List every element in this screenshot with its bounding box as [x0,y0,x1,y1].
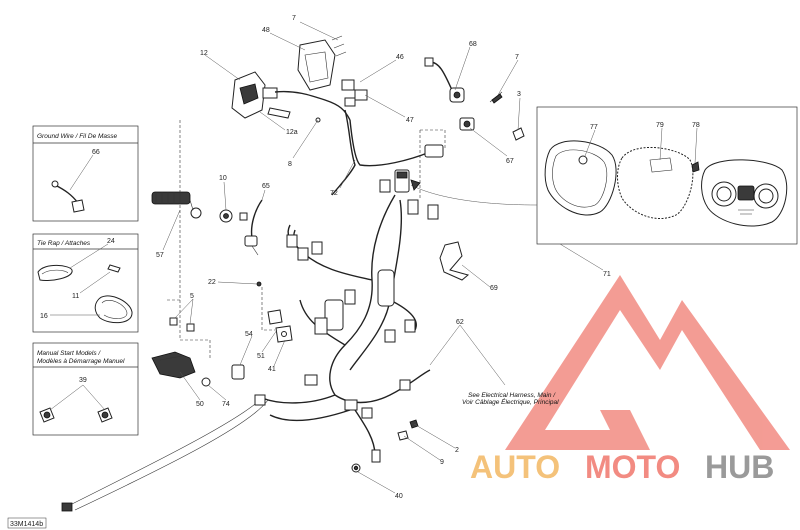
tie-rap-box [32,233,139,333]
callout-9: 9 [440,459,444,466]
callout-79: 79 [656,122,664,129]
watermark-hub: HUB [705,449,774,485]
callout-41: 41 [268,366,276,373]
ground-wire-title: Ground Wire / Fil De Masse [37,133,118,140]
callout-69: 69 [490,285,498,292]
arrow-head [410,179,421,191]
watermark-text: AUTO MOTO HUB [470,449,774,485]
callout-50: 50 [196,401,204,408]
callout-3: 3 [517,91,521,98]
callout-71: 71 [603,271,611,278]
sensor-68 [424,57,465,103]
callout-46: 46 [396,54,404,61]
callout-74: 74 [222,401,230,408]
bracket-51-41 [267,309,293,343]
part-69 [439,241,470,281]
parts-2-9-40 [351,419,419,473]
callout-12a: 12a [286,129,298,136]
callout-65: 65 [262,183,270,190]
callout-54: 54 [245,331,253,338]
callout-16: 16 [40,313,48,320]
callout-68: 68 [469,41,477,48]
callout-72: 72 [330,190,338,197]
nut-10 [219,209,248,223]
heater-57 [151,191,202,219]
callout-47: 47 [406,117,414,124]
diagram-code-frame [7,517,47,529]
watermark-logo [505,275,790,450]
callout-62: 62 [456,319,464,326]
harness-note-line2: Voir Câblage Électrique, Principal [462,397,559,406]
callout-10: 10 [219,175,227,182]
connectors-46-47 [331,79,444,196]
callout-78: 78 [692,122,700,129]
callout-22: 22 [208,279,216,286]
manual-start-title-1: Manual Start Models / [37,350,101,357]
callout-57: 57 [156,252,164,259]
gauge-cluster-box [536,106,798,245]
callout-12: 12 [200,50,208,57]
parts-7-67-3 [459,91,525,141]
callout-leaders [49,21,698,494]
callout-24: 24 [107,238,115,245]
callout-8: 8 [288,161,292,168]
manual-start-title-2: Modèles à Démarrage Manuel [37,358,125,365]
callout-7-top: 7 [292,15,296,22]
callout-11: 11 [72,293,79,300]
diagram-code: 33M1414b [10,521,43,528]
dashed-leaders [165,120,446,360]
callout-39: 39 [79,377,87,384]
switch-assembly-12 [231,35,351,123]
callout-7-right: 7 [515,54,519,61]
tie-rap-title: Tie Rap / Attaches [37,240,91,247]
switch-50 [151,351,211,387]
callout-5: 5 [190,293,194,300]
manual-start-box [32,342,139,436]
watermark-auto: AUTO [470,449,560,485]
ground-wire-box [32,125,139,222]
callout-66: 66 [92,149,100,156]
callout-2: 2 [455,447,459,454]
callout-77: 77 [590,124,598,131]
callout-51: 51 [257,353,265,360]
callout-67: 67 [506,158,514,165]
callout-labels: 7 48 12 12a 8 46 47 68 7 3 67 72 77 79 7… [40,15,700,500]
harness-note-line1: See Electrical Harness, Main / [468,392,556,399]
fasteners-5-22 [169,281,262,332]
harness-65 [244,199,263,256]
callout-48: 48 [262,27,270,34]
watermark-moto: MOTO [585,449,680,485]
callout-40: 40 [395,493,403,500]
cluster-leader [410,184,538,206]
harness-connectors [61,169,439,512]
relay-54 [231,364,245,380]
